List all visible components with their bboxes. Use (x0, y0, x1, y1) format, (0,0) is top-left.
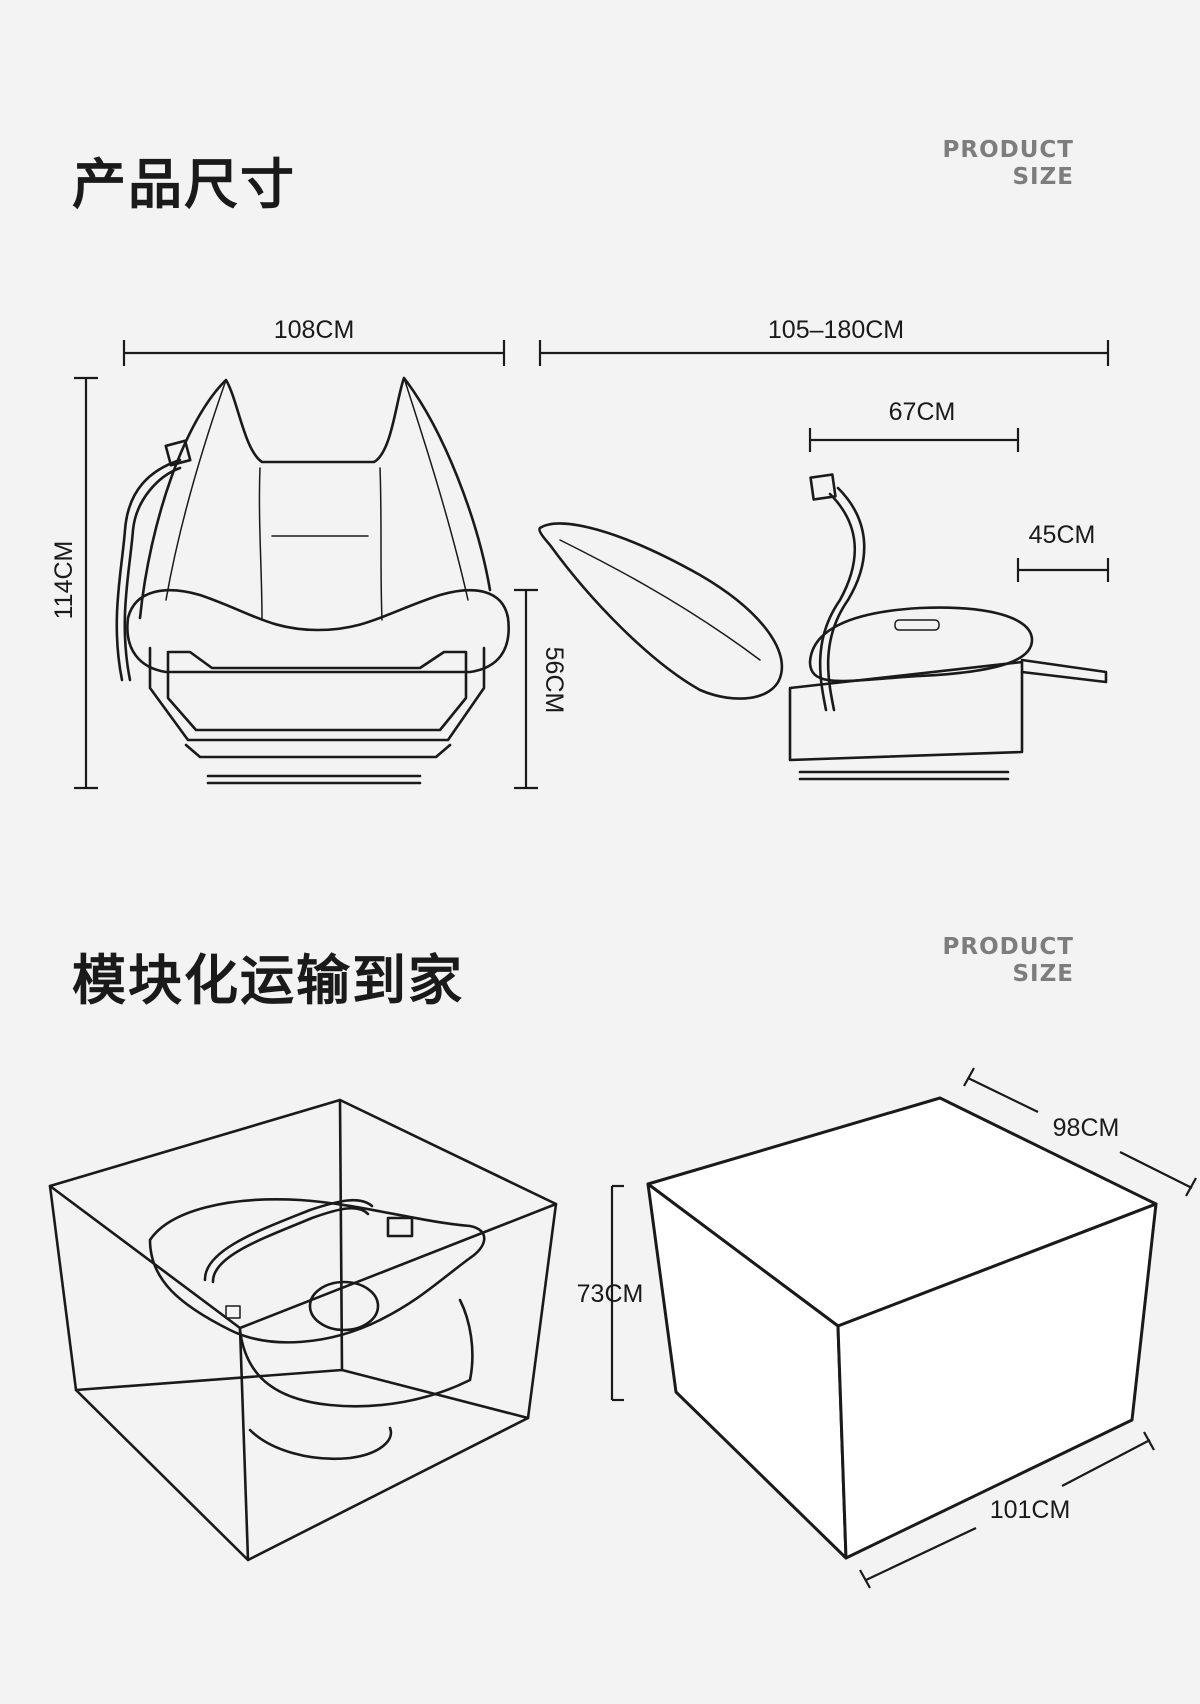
section-title-modular-shipping: 模块化运输到家 (72, 949, 464, 1012)
label-box-width: 101CM (990, 1496, 1071, 1524)
section-subtitle-en: PRODUCT SIZE (942, 137, 1074, 190)
dim-basin-length: 67CM (808, 398, 1020, 452)
label-base-height: 56CM (540, 647, 568, 714)
section-title-product-size: 产品尺寸 (72, 153, 296, 216)
label-box-depth: 98CM (1053, 1114, 1120, 1142)
dim-box-depth: 98CM (963, 1067, 1197, 1197)
dim-front-width: 108CM (122, 316, 506, 366)
dim-total-height: 114CM (50, 376, 98, 790)
label-basin-length: 67CM (889, 398, 956, 426)
chair-front-view (115, 376, 510, 785)
label-box-height: 73CM (577, 1280, 644, 1308)
section-subtitle-en-2: PRODUCT SIZE (942, 934, 1074, 987)
dim-depth: 45CM (1016, 521, 1110, 582)
dim-base-height: 56CM (514, 588, 568, 790)
label-depth: 45CM (1029, 521, 1096, 549)
label-side-length: 105–180CM (768, 316, 904, 344)
label-front-width: 108CM (274, 316, 355, 344)
chair-side-view (538, 473, 1108, 781)
dim-side-length: 105–180CM (538, 316, 1110, 366)
shipping-box (646, 1096, 1158, 1560)
dim-box-height: 73CM (577, 1184, 644, 1402)
open-box-with-chair (48, 1098, 558, 1562)
dim-box-width: 101CM (859, 1431, 1155, 1589)
label-total-height: 114CM (50, 541, 78, 620)
